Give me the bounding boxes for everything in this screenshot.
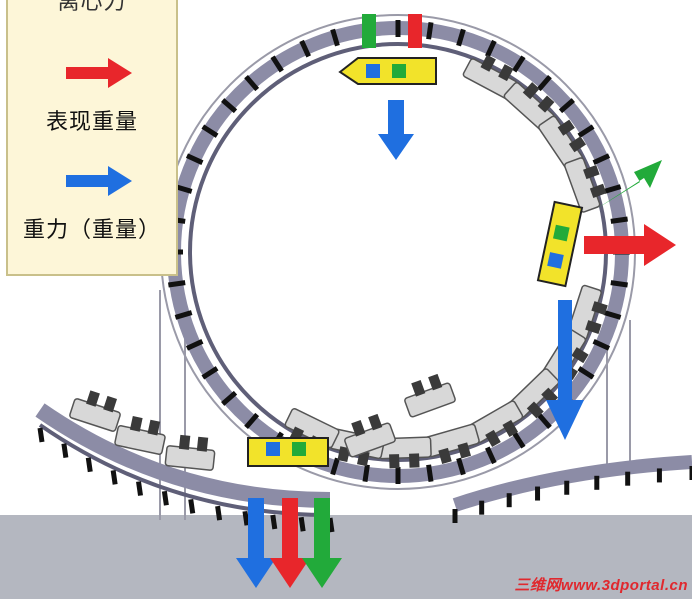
legend-label-centrifugal: 离心力 [57,0,127,15]
track-tie [610,280,628,288]
track-tie [244,412,260,429]
track-tie [299,39,311,58]
apparent-weight-arrow-bottom [270,498,310,588]
legend-panel: 离心力 表现重量 重力（重量） [6,0,178,276]
blue-arrow-icon [66,166,132,196]
track-tie [327,517,335,533]
track-tie [592,339,611,351]
track-tie [185,153,204,165]
apparent-weight-arrow-right [584,224,676,266]
track-tie [161,490,169,506]
legend-label-gravity: 重力（重量） [22,218,161,243]
track-tie [592,153,611,165]
track-tie [577,366,595,380]
track-tie [174,184,193,194]
red-arrow-icon [66,58,132,88]
track-tie [558,98,575,114]
rider-cart [114,415,166,455]
track-tie [456,457,466,476]
legend-label-apparent-weight: 表现重量 [45,110,138,135]
exit-track-ties [452,466,692,523]
force-arrows-bottom [236,498,342,588]
centrifugal-arrow-bottom [302,498,342,588]
track-tie [37,427,45,443]
track-tie [201,366,219,380]
track-tie [221,390,238,406]
rider-cart [344,413,396,458]
car-bottom [247,437,329,467]
track-tie [603,184,622,194]
track-tie [610,216,628,224]
rider-cart [424,423,480,465]
ground [0,515,692,599]
rider-cart [69,390,121,432]
track-tie [168,280,186,288]
track-tie [536,75,552,92]
track-tie [485,39,497,58]
force-arrows-right [546,160,676,440]
track-tie [221,98,238,114]
track-tie [362,464,370,482]
car-right [536,200,584,288]
track-tie [242,510,250,526]
track-tie [174,310,193,320]
track-tie [512,55,526,73]
track-tie [330,28,340,47]
loop-track-ties [166,20,630,484]
track-tie [512,431,526,449]
track-tie [61,443,69,458]
track-tie [426,22,434,40]
track-tie [270,55,284,73]
rider-cart [164,434,216,471]
track-tie [185,339,204,351]
force-arrows-top [362,14,422,160]
track-tie [298,516,306,532]
track-tie [456,28,466,47]
track-tie [330,457,340,476]
track-tie [244,75,260,92]
track-tie [136,481,143,496]
track-tie [85,457,93,473]
track-tie [201,124,219,138]
rider-cart [563,157,607,213]
track-tie [215,505,223,521]
car-top [338,57,437,85]
gravity-arrow-bottom [236,498,276,588]
track-tie [426,464,434,482]
track-tie [485,446,497,465]
exit-track [452,455,692,512]
gravity-arrow-right [546,300,584,440]
track-tie [536,412,552,429]
track-tie [270,514,278,530]
track-tie [577,124,595,138]
entry-track-ties [37,427,335,533]
gravity-arrow-top [378,100,414,160]
rider-cart [404,373,456,418]
watermark: 三维网www.3dportal.cn [514,577,688,594]
track-tie [188,499,196,514]
rider-cart [462,54,518,100]
track-tie [603,310,622,320]
track-tie [110,470,118,485]
centrifugal-arrow-right [598,160,662,208]
